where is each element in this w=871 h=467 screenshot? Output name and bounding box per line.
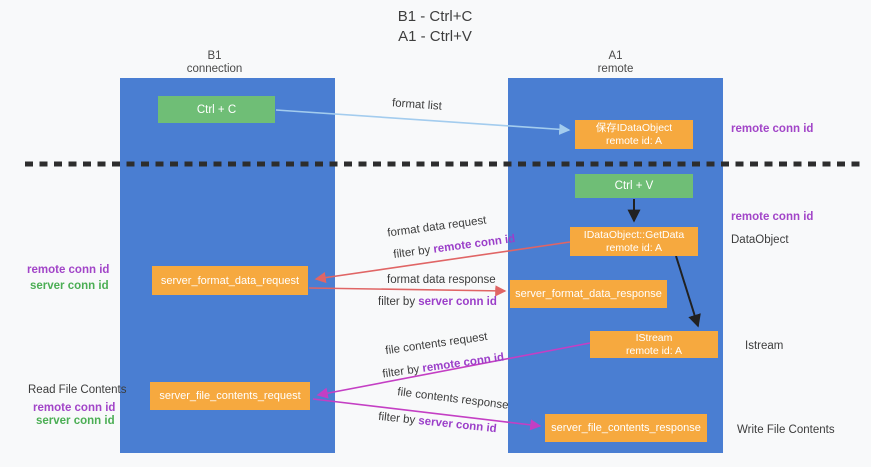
filter-server-conn-id: server conn id <box>417 415 498 436</box>
label-remote-conn-id-mid-right: remote conn id <box>731 211 814 223</box>
label-file-contents-response: file contents response <box>396 386 510 412</box>
label-server-conn-id-format-left: server conn id <box>30 280 109 292</box>
getdata-line2: remote id: A <box>605 241 663 254</box>
column-a1-role: remote <box>597 63 634 75</box>
server-format-data-request-label: server_format_data_request <box>160 274 300 287</box>
format-data-response-arrow <box>308 285 507 297</box>
node-idataobject-getdata: IDataObject::GetData remote id: A <box>570 227 698 256</box>
server-file-contents-request-label: server_file_contents_request <box>159 390 301 402</box>
column-b1-name: B1 <box>207 50 222 62</box>
node-server-format-data-response: server_format_data_response <box>510 280 667 308</box>
node-ctrl-v: Ctrl + V <box>575 174 693 198</box>
label-format-data-request-filter: filter by remote conn id <box>393 233 516 261</box>
label-write-file-contents: Write File Contents <box>737 424 835 436</box>
ctrl-v-label: Ctrl + V <box>614 180 654 192</box>
column-b1-role: connection <box>186 63 243 75</box>
title-line-1: B1 - Ctrl+C <box>397 8 473 25</box>
filter-remote-conn-id: remote conn id <box>432 233 516 256</box>
filter-server-conn-id: server conn id <box>418 296 497 308</box>
label-read-file-contents: Read File Contents <box>28 384 127 396</box>
save-idataobject-line2: remote id: A <box>605 134 663 147</box>
column-header-a1: A1 remote <box>508 50 723 76</box>
getdata-line1: IDataObject::GetData <box>583 228 685 241</box>
filter-by-text: filter by <box>377 410 419 427</box>
label-dataobject: DataObject <box>731 234 789 246</box>
label-format-data-request: format data request <box>386 214 488 240</box>
server-format-data-response-label: server_format_data_response <box>515 288 662 300</box>
column-a1-name: A1 <box>608 50 623 62</box>
node-ctrl-c: Ctrl + C <box>158 96 275 123</box>
label-remote-conn-id-format-left: remote conn id <box>27 264 110 276</box>
node-server-file-contents-request: server_file_contents_request <box>150 382 310 410</box>
label-format-data-response-filter: filter by server conn id <box>378 296 497 308</box>
label-file-contents-response-filter: filter by server conn id <box>378 411 497 435</box>
filter-by-text: filter by <box>378 296 419 308</box>
label-remote-conn-id-file-left: remote conn id <box>33 402 116 414</box>
label-file-contents-request-filter: filter by remote conn id <box>382 352 505 381</box>
label-server-conn-id-file-left: server conn id <box>36 415 115 427</box>
istream-line1: IStream <box>635 331 673 344</box>
node-server-format-data-request: server_format_data_request <box>152 266 308 295</box>
filter-by-text: filter by <box>392 243 435 261</box>
node-istream: IStream remote id: A <box>590 331 718 358</box>
node-server-file-contents-response: server_file_contents_response <box>545 414 707 442</box>
label-istream: Istream <box>745 340 784 352</box>
ctrl-c-label: Ctrl + C <box>196 103 237 116</box>
label-format-data-response: format data response <box>387 274 496 286</box>
server-file-contents-response-label: server_file_contents_response <box>551 422 701 434</box>
istream-line2: remote id: A <box>625 344 683 357</box>
label-format-list: format list <box>391 97 443 113</box>
label-file-contents-request: file contents request <box>384 330 489 358</box>
diagram-title: B1 - Ctrl+C A1 - Ctrl+V <box>350 7 520 47</box>
column-header-b1: B1 connection <box>107 50 322 76</box>
node-save-idataobject: 保存IDataObject remote id: A <box>575 120 693 149</box>
title-line-2: A1 - Ctrl+V <box>398 28 472 45</box>
save-idataobject-line1: 保存IDataObject <box>595 121 673 134</box>
filter-by-text: filter by <box>381 362 424 381</box>
filter-remote-conn-id: remote conn id <box>421 351 505 375</box>
label-remote-conn-id-top-right: remote conn id <box>731 123 814 135</box>
